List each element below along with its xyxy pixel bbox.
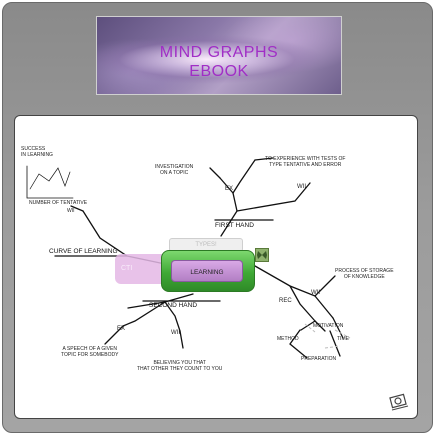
label-speech-text: A SPEECH OF A GIVEN TOPIC FOR SOMEBODY (61, 346, 119, 358)
label-ex-bottom: EX (117, 326, 126, 332)
camera-logo-icon (389, 393, 409, 411)
label-motivation: MOTIVATION (313, 323, 344, 329)
label-preparation: PREPARATION (301, 356, 337, 362)
label-ex-top: EX (225, 186, 234, 192)
label-process: PROCESS OF STORAGE OF KNOWLEDGE (335, 268, 394, 280)
label-wii-top: WII (297, 184, 306, 190)
label-experience: TO EXPERIENCE WITH TESTS OF TYPE TENTATI… (265, 156, 345, 168)
label-curve: CURVE OF LEARNING (49, 248, 118, 255)
banner-title-line2: EBOOK (189, 63, 249, 80)
label-wii-right: WII (311, 290, 320, 296)
label-method: METHOD (277, 336, 299, 342)
cti-label: CTI (121, 265, 133, 272)
label-success: SUCCESS IN LEARNING (21, 146, 53, 158)
label-tentative: NUMBER OF TENTATIVE (29, 200, 88, 206)
title-banner: MIND GRAPHS EBOOK (96, 16, 342, 95)
types-label: TYPES! (195, 242, 217, 248)
label-wii-chart: WII (67, 208, 75, 214)
mind-map-canvas: CTI TYPES! LEARNING SUCCESS IN LEARNING … (14, 115, 418, 419)
label-first-hand: FIRST HAND (215, 222, 254, 229)
label-believing: BELIEVING YOU THAT THAT OTHER THEY COUNT… (137, 360, 222, 372)
label-experience-text: TO EXPERIENCE WITH TESTS OF TYPE TENTATI… (265, 156, 346, 168)
banner-title-line1: MIND GRAPHS (159, 44, 279, 61)
label-wii-bottom: WII (171, 330, 180, 336)
label-investigation: INVESTIGATION ON A TOPIC (155, 164, 193, 176)
center-inner: LEARNING (171, 260, 243, 282)
label-speech: A SPEECH OF A GIVEN TOPIC FOR SOMEBODY (61, 346, 118, 358)
label-investigation-text: INVESTIGATION ON A TOPIC (155, 164, 194, 176)
label-second-hand: SECOND HAND (149, 302, 198, 309)
label-process-text: PROCESS OF STORAGE OF KNOWLEDGE (335, 268, 394, 280)
label-success-text: SUCCESS IN LEARNING (21, 146, 53, 158)
butterfly-icon (255, 248, 269, 262)
label-believing-text: BELIEVING YOU THAT THAT OTHER THEY COUNT… (137, 360, 223, 372)
label-time: TIME (337, 336, 349, 342)
center-label: LEARNING (190, 269, 224, 276)
label-rec: REC (279, 298, 292, 304)
